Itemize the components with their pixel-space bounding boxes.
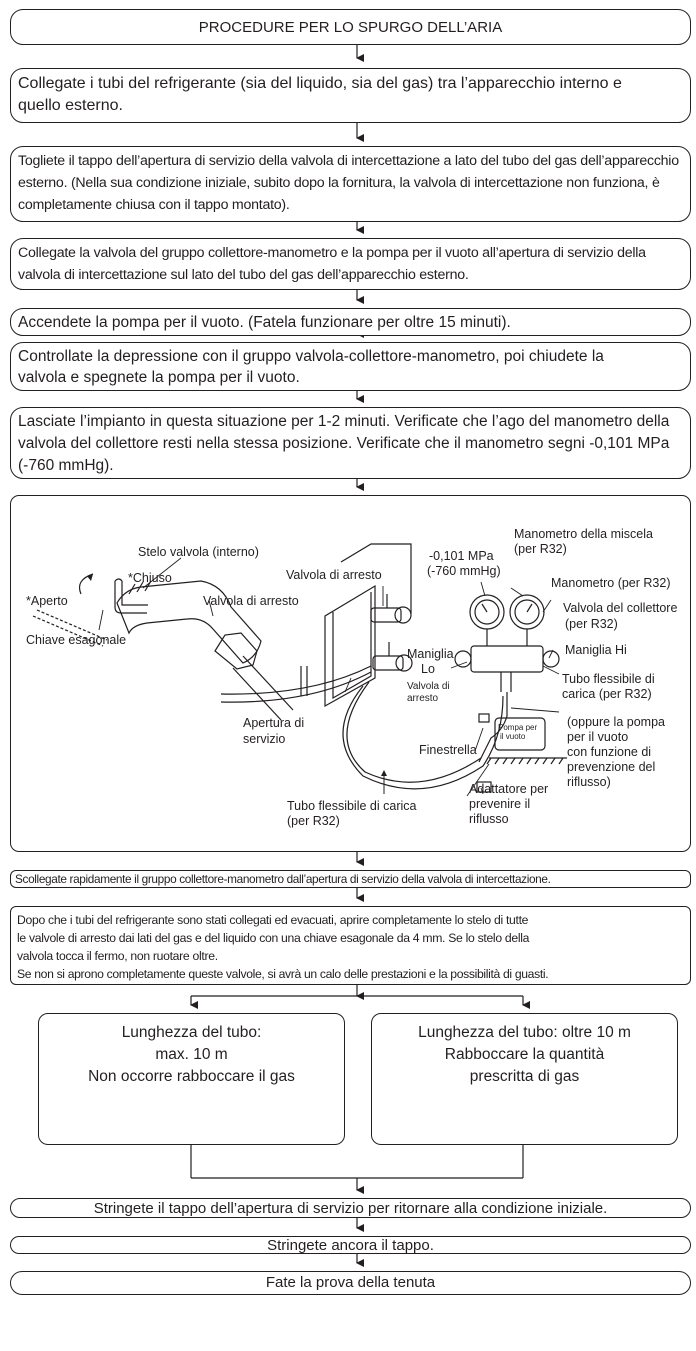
branch-right: Lunghezza del tubo: oltre 10 m Rabboccar… [371, 1013, 678, 1145]
step-scollegate-text: Scollegate rapidamente il gruppo collett… [15, 872, 551, 886]
label-chiave-esagonale: Chiave esagonale [26, 633, 126, 647]
branch-left-line-1: Lunghezza del tubo: [121, 1024, 262, 1041]
step-3-text: Collegate la valvola del gruppo colletto… [18, 245, 646, 283]
step-dopo: Dopo che i tubi del refrigerante sono st… [10, 906, 691, 985]
label-adattatore-1: Adattatore per [469, 782, 548, 796]
step-6: Lasciate l’impianto in questa situazione… [10, 407, 691, 479]
label-chiuso: *Chiuso [128, 571, 172, 585]
label-oppure-1: (oppure la pompa [567, 715, 665, 729]
step-3: Collegate la valvola del gruppo colletto… [10, 238, 691, 290]
label-pressure-mmhg: (-760 mmHg) [427, 564, 501, 578]
step-2: Togliete il tappo dell’apertura di servi… [10, 146, 691, 222]
label-valvola-small-2: arresto [407, 693, 439, 704]
label-collettore-2: (per R32) [565, 617, 618, 631]
step-dopo-line-2: le valvole di arresto dai lati del gas e… [17, 931, 530, 945]
final-step-1: Stringete il tappo dell’apertura di serv… [10, 1198, 691, 1218]
branch-left: Lunghezza del tubo: max. 10 m Non occorr… [38, 1013, 345, 1145]
step-dopo-line-3: valvola tocca il fermo, non ruotare oltr… [17, 949, 218, 963]
final-step-2: Stringete ancora il tappo. [10, 1236, 691, 1254]
final-step-3: Fate la prova della tenuta [10, 1271, 691, 1295]
step-2-text: Togliete il tappo dell’apertura di servi… [18, 153, 679, 213]
label-apertura-1: Apertura di [243, 716, 304, 730]
branch-left-line-3: Non occorre rabboccare il gas [88, 1068, 295, 1085]
label-finestrella: Finestrella [419, 743, 477, 757]
diagram-box: Stelo valvola (interno) *Chiuso *Aperto … [10, 495, 691, 852]
label-aperto: *Aperto [26, 594, 68, 608]
title-box: PROCEDURE PER LO SPURGO DELL’ARIA [10, 9, 691, 45]
step-5: Controllate la depressione con il gruppo… [10, 342, 691, 391]
page-title: PROCEDURE PER LO SPURGO DELL’ARIA [198, 19, 503, 36]
label-oppure-5: riflusso) [567, 775, 611, 789]
label-stelo-valvola: Stelo valvola (interno) [138, 545, 259, 559]
step-4: Accendete la pompa per il vuoto. (Fatela… [10, 308, 691, 336]
final-step-2-text: Stringete ancora il tappo. [267, 1237, 434, 1254]
outdoor-unit-illustration [220, 543, 567, 793]
label-maniglia-lo-2: Lo [421, 662, 435, 676]
step-dopo-line-1: Dopo che i tubi del refrigerante sono st… [17, 913, 529, 927]
air-purge-diagram: Stelo valvola (interno) *Chiuso *Aperto … [26, 527, 677, 828]
branch-right-line-1: Lunghezza del tubo: oltre 10 m [418, 1024, 631, 1041]
branch-right-line-2: Rabboccare la quantità [444, 1046, 605, 1063]
label-pompa-1: Pompa per [498, 723, 537, 732]
label-collettore-1: Valvola del collettore [563, 601, 677, 615]
label-oppure-4: prevenzione del [567, 760, 655, 774]
label-tubo-bottom-1: Tubo flessibile di carica [287, 799, 417, 813]
label-valvola-arresto-left: Valvola di arresto [203, 594, 299, 608]
label-valvola-small-1: Valvola di [407, 681, 450, 692]
label-valvola-arresto-mid: Valvola di arresto [286, 568, 382, 582]
label-tubo-right-2: carica (per R32) [562, 687, 652, 701]
label-oppure-2: per il vuoto [567, 730, 628, 744]
step-4-text: Accendete la pompa per il vuoto. (Fatela… [18, 314, 511, 331]
label-apertura-2: servizio [243, 732, 285, 746]
label-tubo-bottom-2: (per R32) [287, 814, 340, 828]
final-step-1-text: Stringete il tappo dell’apertura di serv… [93, 1200, 608, 1217]
label-pressure-mpa: -0,101 MPa [429, 549, 494, 563]
step-5-text: Controllate la depressione con il gruppo… [18, 348, 604, 386]
branch-left-line-2: max. 10 m [155, 1046, 228, 1063]
label-adattatore-3: riflusso [469, 812, 509, 826]
label-tubo-right-1: Tubo flessibile di [562, 672, 655, 686]
step-6-text: Lasciate l’impianto in questa situazione… [18, 413, 670, 474]
step-dopo-line-4: Se non si aprono completamente queste va… [17, 967, 549, 981]
final-step-3-text: Fate la prova della tenuta [265, 1274, 436, 1291]
label-maniglia-hi: Maniglia Hi [565, 643, 627, 657]
label-adattatore-2: prevenire il [469, 797, 530, 811]
label-pompa-2: il vuoto [500, 732, 526, 741]
label-manometro: Manometro (per R32) [551, 576, 671, 590]
step-1-text: Collegate i tubi del refrigerante (sia d… [18, 75, 622, 114]
step-scollegate: Scollegate rapidamente il gruppo collett… [10, 870, 691, 888]
label-maniglia-lo-1: Maniglia [407, 647, 454, 661]
label-manometro-miscela-2: (per R32) [514, 542, 567, 556]
step-1: Collegate i tubi del refrigerante (sia d… [10, 68, 691, 123]
branch-right-line-3: prescritta di gas [469, 1068, 580, 1085]
label-manometro-miscela-1: Manometro della miscela [514, 527, 653, 541]
label-oppure-3: con funzione di [567, 745, 651, 759]
